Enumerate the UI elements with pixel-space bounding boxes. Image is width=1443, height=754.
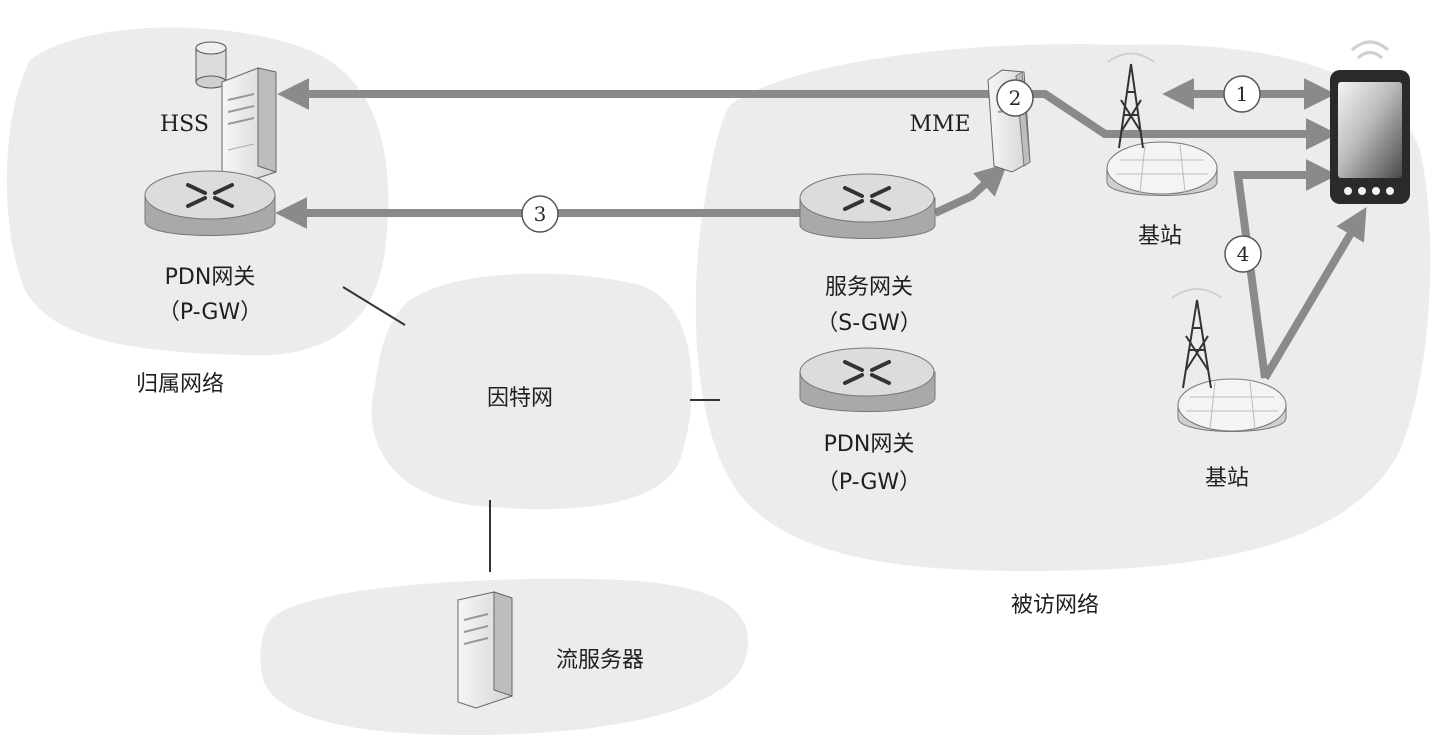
- internet-cloud: [371, 273, 692, 510]
- step-4-marker: 4: [1224, 235, 1262, 273]
- hss-database-icon: [195, 41, 227, 89]
- mme-label: MME: [909, 112, 970, 137]
- streaming-server-icon: [457, 591, 513, 709]
- home-internet-link: [342, 286, 406, 326]
- arrow-sgw-to-mme: [933, 163, 1008, 217]
- visited-pgw-abbr-label: （P-GW）: [817, 470, 921, 495]
- sgw-name-label: 服务网关: [825, 275, 913, 300]
- home-pgw-abbr-label: （P-GW）: [158, 300, 262, 325]
- streaming-server-label: 流服务器: [556, 648, 644, 673]
- base-station-2-icon: [1171, 288, 1287, 432]
- base-station-2-label: 基站: [1205, 466, 1249, 491]
- visited-pgw-name-label: PDN网关: [824, 432, 915, 457]
- step-2-marker: 2: [996, 79, 1034, 117]
- arrow-step-4-up: [1233, 159, 1338, 379]
- internet-label: 因特网: [487, 386, 553, 411]
- hss-server-icon: [221, 67, 277, 185]
- sgw-router-icon: [799, 173, 936, 239]
- step-2-label: 2: [1009, 86, 1022, 110]
- home-pgw-router-icon: [144, 170, 276, 236]
- home-pgw-name-label: PDN网关: [165, 265, 256, 290]
- step-1-label: 1: [1236, 82, 1249, 106]
- base-station-1-icon: [1106, 52, 1218, 196]
- step-4-label: 4: [1237, 242, 1250, 266]
- visited-pgw-router-icon: [799, 347, 936, 412]
- visited-network-cloud: [695, 44, 1431, 572]
- base-station-1-label: 基站: [1138, 224, 1182, 249]
- step-1-marker: 1: [1223, 75, 1261, 113]
- home-network-label: 归属网络: [136, 372, 224, 397]
- smartphone-icon: [1330, 40, 1410, 204]
- step-3-label: 3: [534, 202, 547, 226]
- step-3-marker: 3: [521, 195, 559, 233]
- arrow-step-2-to-phone: [1042, 90, 1338, 150]
- arrow-step-4-diag: [1261, 206, 1367, 381]
- hss-label: HSS: [160, 112, 209, 137]
- sgw-abbr-label: （S-GW）: [816, 311, 922, 336]
- visited-network-label: 被访网络: [1011, 593, 1099, 618]
